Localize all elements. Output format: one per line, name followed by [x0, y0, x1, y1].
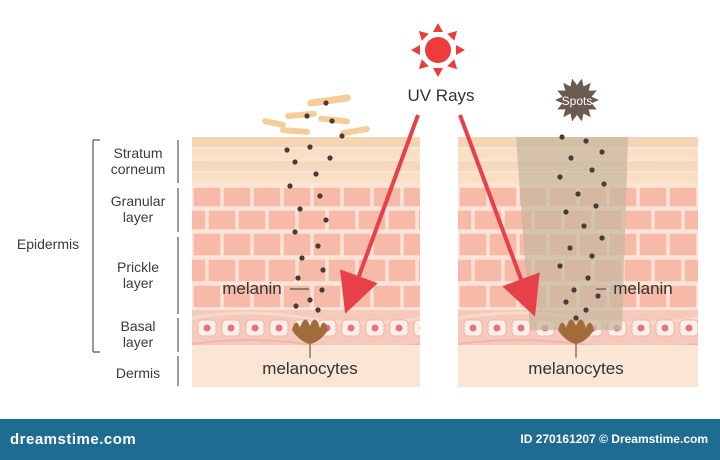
uv-arrow-left — [340, 114, 420, 314]
uv-rays-label: UV Rays — [407, 86, 475, 105]
spots-badge-icon — [555, 78, 599, 122]
skin-panel-right — [458, 137, 698, 387]
stratum-label-1: Stratum — [113, 145, 163, 161]
skin-diagram — [92, 23, 698, 387]
prickle-label-1: Prickle — [116, 259, 159, 275]
dermis-left — [192, 345, 420, 387]
spots-label: Spots — [561, 94, 593, 108]
granular-label-1: Granular — [110, 193, 166, 209]
granular-label-2: layer — [122, 209, 154, 225]
melanocytes-label-right: melanocytes — [528, 359, 624, 378]
footer-bar: dreamstime.com ID 270161207 © Dreamstime… — [0, 419, 720, 460]
stratum-label-2: corneum — [110, 161, 166, 177]
spot-column — [516, 137, 628, 330]
skin-panel-left — [192, 137, 420, 387]
melanocyte-left — [292, 319, 328, 358]
melanocytes-label-left: melanocytes — [262, 359, 358, 378]
melanocyte-right — [558, 319, 594, 358]
melanin-label-left: melanin — [222, 279, 282, 298]
basal-label-2: layer — [122, 334, 154, 350]
sun-icon — [411, 23, 465, 77]
epidermis-label: Epidermis — [16, 236, 80, 252]
stratum-corneum-left — [192, 137, 420, 183]
melanin-dots-left — [284, 100, 345, 313]
flaking-cells — [262, 94, 370, 137]
melanin-label-right: melanin — [613, 279, 673, 298]
dermis-label: Dermis — [115, 365, 161, 381]
footer-id: ID 270161207 © Dreamstime.com — [520, 432, 708, 446]
uv-arrow-right — [458, 114, 540, 317]
prickle-label-2: layer — [122, 275, 154, 291]
dermis-right — [458, 345, 698, 387]
footer-brand: dreamstime.com — [10, 431, 137, 448]
melanin-dots-right — [557, 134, 607, 321]
layer-brackets — [92, 139, 179, 386]
basal-label-1: Basal — [120, 318, 156, 334]
